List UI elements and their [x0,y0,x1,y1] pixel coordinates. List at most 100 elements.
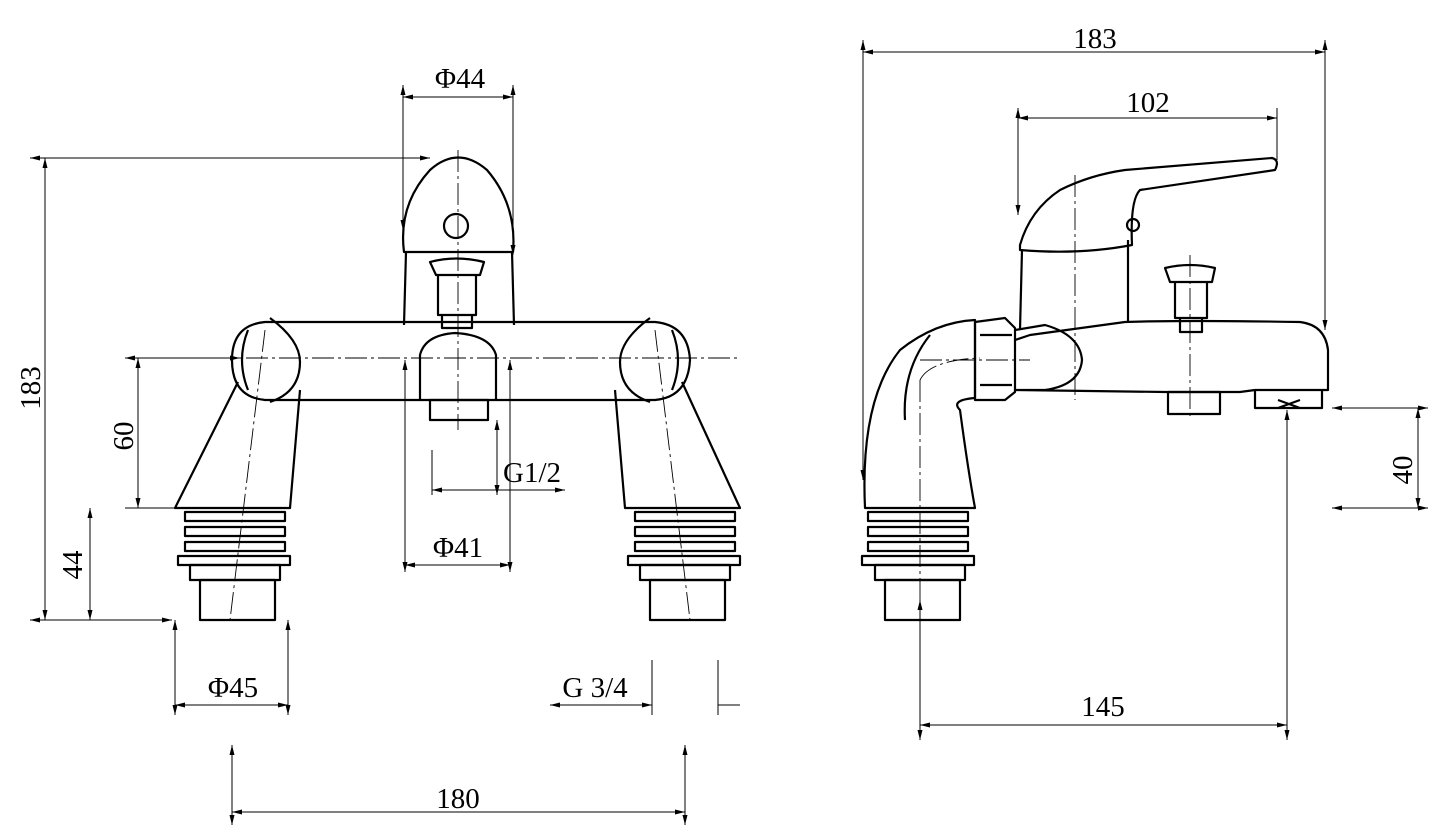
side-body [1014,319,1330,394]
dimension-arrowhead [42,158,48,168]
left-end-cap [240,317,302,404]
dimension-arrowhead [402,562,408,572]
center-lines [180,150,740,621]
dimension-arrowhead [432,487,442,493]
dim-body-dia: Φ41 [433,532,483,564]
dimension-arrowhead [230,355,240,361]
dimension-arrowhead [682,815,688,825]
dimension-arrowhead [1277,722,1287,728]
side-base [860,510,976,622]
dim-base-dia: Φ45 [208,672,258,704]
dimension-arrowhead [1415,498,1421,508]
dimension-arrowhead [278,702,288,708]
side-lever-pivot [1125,217,1141,233]
dimension-arrowhead [162,617,172,623]
dimension-arrowhead [125,355,135,361]
dimension-arrowhead [642,702,652,708]
left-leg [173,381,302,510]
side-spout [863,318,977,510]
dimension-arrowhead [550,702,560,708]
dimension-arrowhead [403,94,413,100]
dimension-arrowhead [1332,405,1342,411]
dimension-arrowhead [1415,408,1421,418]
dimension-lines [30,85,740,825]
valve-body [402,251,516,326]
dimension-arrowhead [135,498,141,508]
side-view: 183 102 145 40 [860,23,1428,740]
dimension-arrowhead [1418,405,1428,411]
handle-outline [402,156,515,254]
dimension-arrowhead [402,360,408,370]
dimension-arrowhead [1018,115,1028,121]
dimension-arrowhead [920,722,930,728]
dimension-arrowhead [87,508,93,518]
side-spout-inner [903,334,931,421]
side-valve-body [1018,240,1130,331]
dimension-arrowhead [172,620,178,630]
dimension-arrowhead [400,220,406,230]
dimension-arrowhead [507,562,513,572]
crossbar [230,320,692,402]
dimension-arrowhead [1015,108,1021,118]
dimension-arrowhead [285,620,291,630]
right-leg [613,381,742,510]
dimension-arrowhead [860,40,866,50]
dimension-arrowhead [682,745,688,755]
handle-hole [442,212,470,240]
dim-outlet-thread: G1/2 [503,457,561,489]
dimension-arrowhead [860,470,866,480]
dimension-arrowhead [917,730,923,740]
dim-handle-dia: Φ44 [435,63,486,95]
dimension-arrowhead [510,245,516,255]
right-end-cap [618,317,680,404]
side-shower-outlet [1166,390,1222,416]
dimension-arrowhead [503,94,513,100]
dimension-arrowhead [1332,505,1342,511]
dimension-arrowhead [1284,410,1290,420]
dim-lever: 102 [1126,87,1170,119]
right-base [626,510,742,622]
side-diverter-knob [1163,263,1217,334]
dim-bar-height: 60 [108,422,140,451]
dim-centers: 180 [436,783,480,815]
dimension-arrowhead [405,562,415,568]
dim-outlet-height: 40 [1387,456,1419,485]
dimension-arrowhead [285,705,291,715]
dimension-arrowhead [555,487,565,493]
dimension-arrowhead [30,155,40,161]
dim-depth: 183 [1073,23,1117,55]
left-base [176,510,292,622]
dim-projection: 145 [1081,691,1125,723]
front-view: Φ44 183 60 44 G1/2 Φ41 Φ45 G 3/4 180 [15,63,742,825]
dimension-arrowhead [232,809,242,815]
dimension-arrowhead [30,617,40,623]
dimension-arrowhead [135,358,141,368]
diverter-knob [428,257,486,330]
side-center-lines [919,175,1191,620]
dimension-arrowhead [175,702,185,708]
spout-outlet [428,398,490,422]
dim-height: 183 [15,366,47,410]
dimension-arrowhead [172,705,178,715]
dimension-arrowhead [229,815,235,825]
dimension-arrowhead [1418,505,1428,511]
dimension-arrowhead [400,85,406,95]
side-lever [1018,156,1279,253]
dimension-arrowhead [1322,40,1328,50]
dim-inlet-thread: G 3/4 [562,672,628,704]
dimension-arrowhead [863,49,873,55]
dimension-arrowhead [1315,49,1325,55]
dimension-arrowhead [87,610,93,620]
dimension-arrowhead [229,745,235,755]
dim-base-height: 44 [57,550,89,580]
dimension-arrowhead [507,360,513,370]
dimension-arrowhead [420,155,430,161]
side-dimension-lines [860,40,1428,740]
dimension-arrowhead [510,85,516,95]
dimension-arrowhead [917,600,923,610]
dimension-arrowhead [500,562,510,568]
dimension-arrowhead [42,610,48,620]
center-spout [418,331,498,400]
dimension-arrowhead [494,485,500,495]
